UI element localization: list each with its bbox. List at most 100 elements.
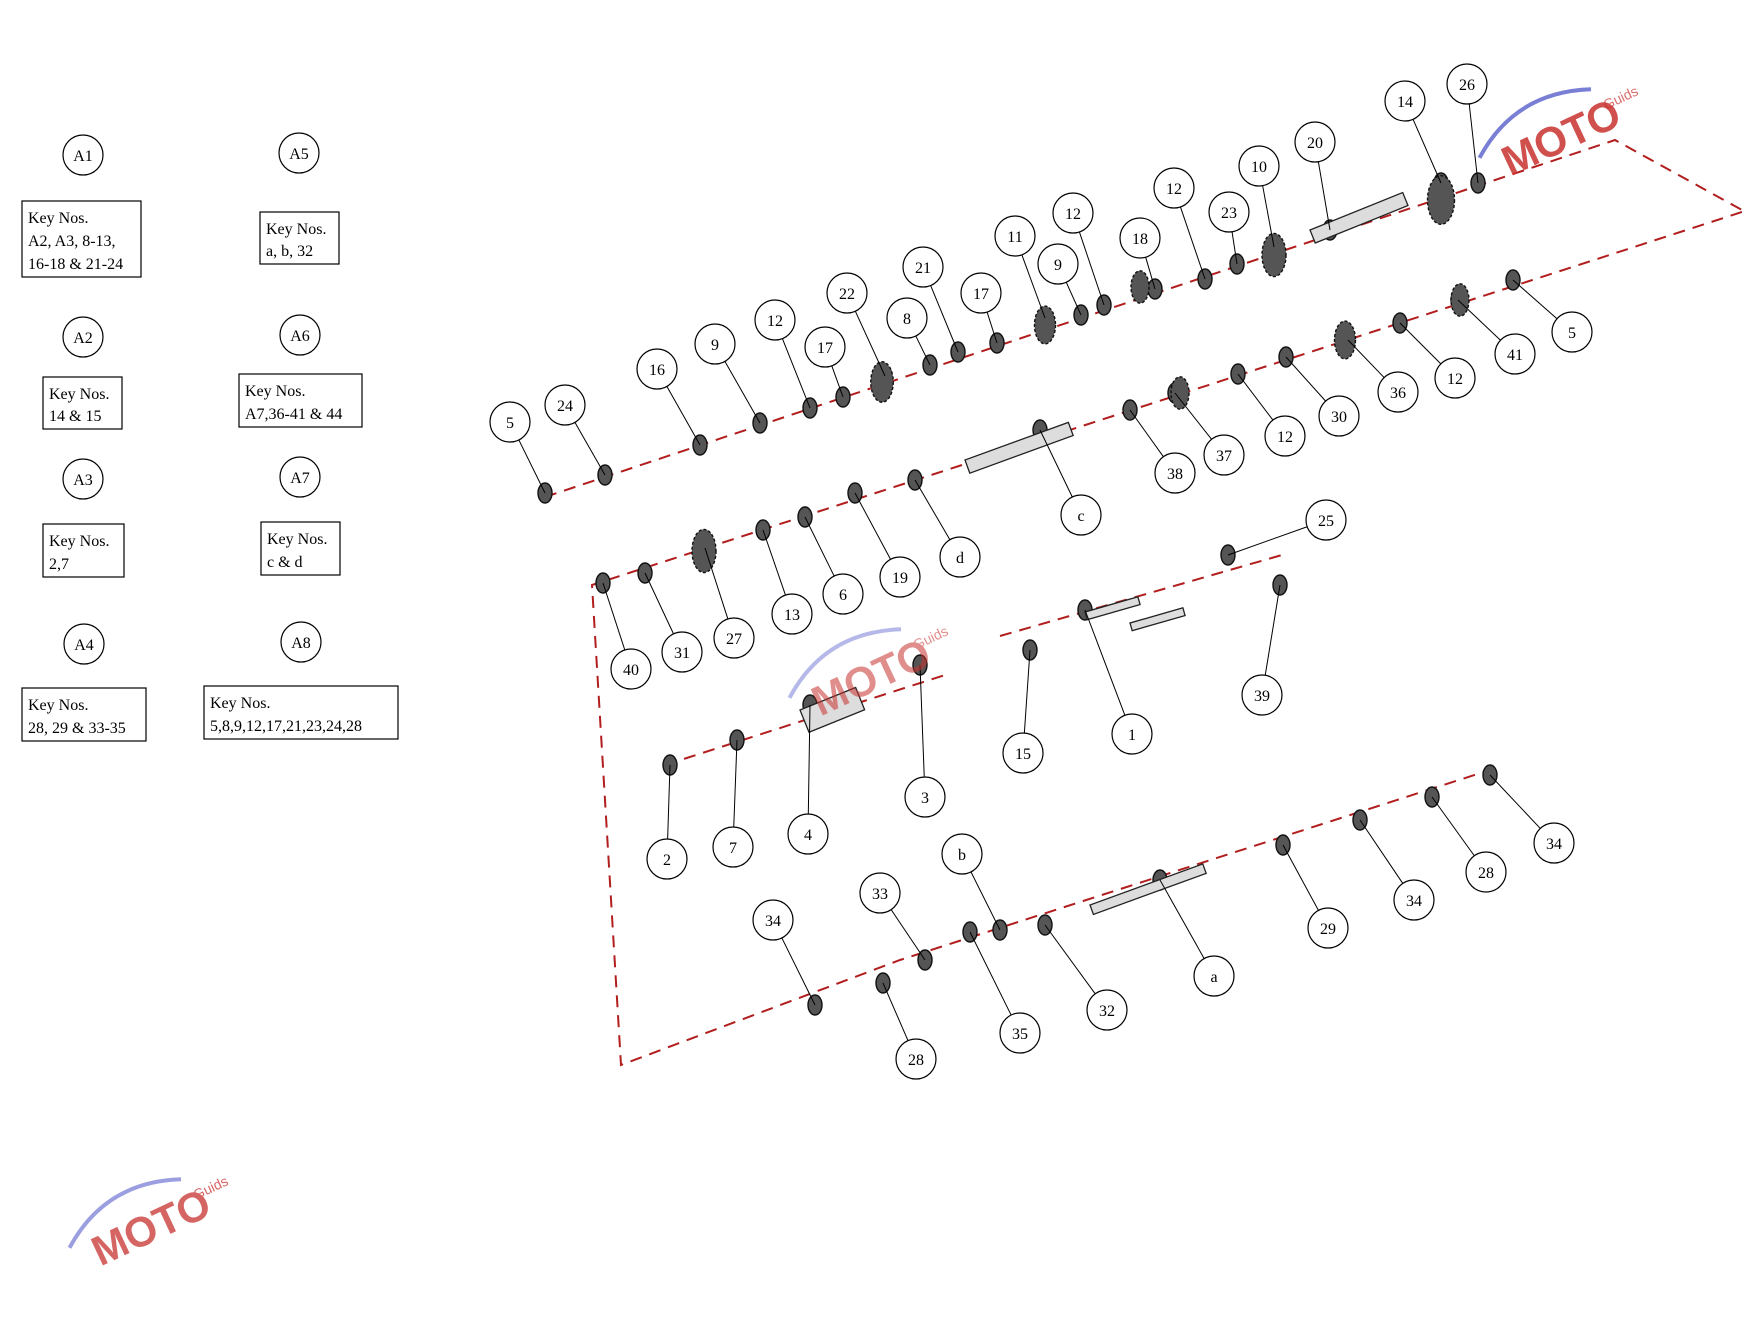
leader-line: [1264, 584, 1281, 676]
shift-fork-axis: [999, 554, 1283, 637]
key-text: A2, A3, 8-13,: [28, 233, 116, 250]
assembly-label: A3: [73, 472, 93, 489]
shift-drum-shaft: [1089, 863, 1208, 916]
callout-circle: [1060, 494, 1102, 536]
callout-label: 36: [1390, 385, 1406, 402]
callout-circle: [1208, 191, 1250, 233]
callout-circle: [544, 384, 586, 426]
callout-circle: [1052, 192, 1094, 234]
callout-label: 7: [729, 840, 737, 857]
part-callout: 34: [752, 899, 794, 941]
part-callout: b: [941, 833, 983, 875]
leader-line: [1021, 254, 1046, 319]
assembly-label: A6: [290, 328, 310, 345]
callout-label: 15: [1015, 746, 1031, 763]
part-callout: 4: [787, 813, 829, 855]
callout-label: 8: [903, 311, 911, 328]
callout-circle: [713, 617, 755, 659]
leader-line: [1039, 429, 1073, 498]
leader-line: [1412, 119, 1442, 184]
callout-circle: [1086, 989, 1128, 1031]
callout-circle: [941, 833, 983, 875]
callout-label: 39: [1254, 688, 1270, 705]
logo-sub: Guids: [191, 1173, 231, 1203]
callout-circle: [1533, 822, 1575, 864]
leader-line: [1512, 279, 1558, 320]
callout-circle: [1494, 333, 1536, 375]
part-callout: 23: [1208, 191, 1250, 233]
leader-line: [574, 422, 606, 476]
part-callout: 14: [1384, 80, 1426, 122]
callout-label: 34: [765, 913, 781, 930]
mainshaft-axis: [544, 138, 1742, 498]
callout-label: 18: [1132, 231, 1148, 248]
part-callout: 9: [1037, 243, 1079, 285]
assembly-label: A2: [73, 330, 93, 347]
part-callout: 12: [1153, 167, 1195, 209]
callout-circle: [1465, 851, 1507, 893]
part-callout: 22: [826, 272, 868, 314]
gear: [1426, 174, 1456, 225]
callout-circle: [1446, 63, 1488, 105]
callout-circle: [939, 536, 981, 578]
part-callout: 20: [1294, 121, 1336, 163]
callout-circle: [752, 899, 794, 941]
part-callout: 5: [489, 401, 531, 443]
part-callout: 24: [544, 384, 586, 426]
gear: [1333, 320, 1357, 360]
key-text: Key Nos.: [28, 697, 88, 714]
callout-circle: [646, 838, 688, 880]
key-text: a, b, 32: [266, 243, 313, 260]
fork-rod: [1084, 596, 1141, 621]
part-callout: 38: [1154, 452, 1196, 494]
callout-circle: [1119, 217, 1161, 259]
callout-label: 9: [1054, 257, 1062, 274]
part-callout: 16: [636, 348, 678, 390]
shift-drum: [799, 686, 866, 734]
assembly-label: A5: [289, 146, 309, 163]
callout-label: 17: [817, 340, 833, 357]
part-callout: 30: [1318, 395, 1360, 437]
callout-label: d: [956, 550, 964, 567]
key-text: Key Nos.: [49, 533, 109, 550]
leader-line: [1359, 819, 1404, 884]
part-callout: 36: [1377, 371, 1419, 413]
part-callout: 21: [902, 246, 944, 288]
key-text: c & d: [267, 554, 303, 571]
callout-label: 31: [674, 645, 690, 662]
callout-label: 13: [784, 607, 800, 624]
parts: [537, 172, 1521, 1016]
callout-circle: [904, 776, 946, 818]
key-text: Key Nos.: [267, 531, 327, 548]
assembly-a4: A4 Key Nos. 28, 29 & 33-35: [21, 623, 147, 742]
part-callout: 26: [1446, 63, 1488, 105]
leader-line: [969, 931, 1012, 1016]
callout-circle: [1037, 243, 1079, 285]
callout-circle: [1193, 955, 1235, 997]
callout-circle: [489, 401, 531, 443]
callouts: 5241691217228211711912181223102014265411…: [489, 63, 1593, 1080]
part-callout: 10: [1238, 145, 1280, 187]
part-callout: d: [939, 536, 981, 578]
logo-sub: Guids: [1601, 83, 1641, 113]
part-callout: 12: [1264, 415, 1306, 457]
part-callout: 12: [1434, 357, 1476, 399]
callout-circle: [1434, 357, 1476, 399]
key-text: Key Nos.: [245, 383, 305, 400]
part-callout: 28: [1465, 851, 1507, 893]
callout-label: 26: [1459, 77, 1475, 94]
leader-line: [1179, 206, 1206, 280]
callout-label: 6: [839, 587, 847, 604]
leader-line: [781, 937, 816, 1006]
assembly-label: A4: [74, 637, 94, 654]
key-text: 16-18 & 21-24: [28, 256, 123, 273]
gear: [1130, 270, 1150, 304]
key-text: 2,7: [49, 556, 69, 573]
assembly-keys: A1 Key Nos. A2, A3, 8-13, 16-18 & 21-24 …: [21, 132, 399, 742]
callout-circle: [1241, 674, 1283, 716]
part-callout: 31: [661, 631, 703, 673]
part-callout: 34: [1393, 879, 1435, 921]
leader-line: [915, 335, 931, 366]
leader-line: [518, 439, 546, 494]
leader-line: [704, 547, 729, 620]
